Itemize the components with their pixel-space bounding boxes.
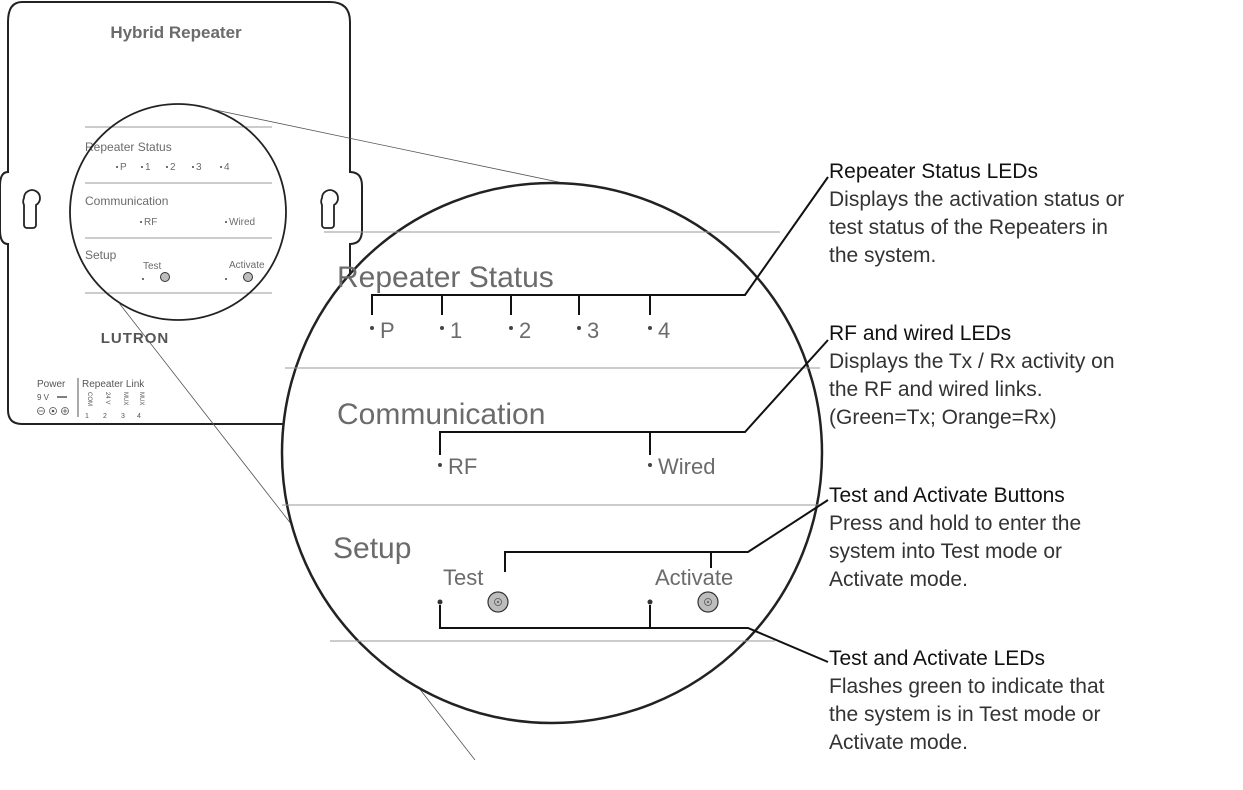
leader-setup-leds (439, 605, 829, 663)
repeater-link-label: Repeater Link (82, 379, 145, 390)
callout-line: Activate mode. (829, 568, 968, 591)
connector-area: Power 9 V Repeater Link COM 24 V MUX MUX… (37, 378, 145, 420)
callout-body: Flashes green to indicate that the syste… (829, 673, 1239, 757)
pin-label: 24 V (104, 392, 110, 404)
callout-line: Displays the Tx / Rx activity on (829, 350, 1115, 373)
small-activate-button[interactable] (243, 272, 253, 282)
small-rf-label: RF (144, 217, 157, 228)
leader-status-leds (371, 176, 829, 315)
zoom-repeater-status-label: Repeater Status (337, 261, 554, 294)
callout-title: Test and Activate LEDs (829, 647, 1045, 670)
callout-line: the RF and wired links. (829, 378, 1043, 401)
pin-number: 1 (85, 413, 89, 420)
small-led-label: 2 (170, 162, 176, 173)
zoom-led-label: 4 (658, 318, 670, 343)
callout-repeater-status-leds: Repeater Status LEDs Displays the activa… (829, 158, 1239, 270)
callout-title: Test and Activate Buttons (829, 484, 1065, 507)
device-body: Hybrid Repeater LUTRON Repeater Status P… (0, 0, 363, 425)
callout-line: system into Test mode or (829, 540, 1063, 563)
small-repeater-status-label: Repeater Status (85, 140, 172, 154)
pin-number: 4 (137, 413, 141, 420)
callout-title: RF and wired LEDs (829, 322, 1012, 345)
zoom-led-label: 1 (450, 318, 462, 343)
small-led-label: 3 (196, 162, 202, 173)
small-magnifier-circle (69, 103, 287, 321)
zoom-guide-top (205, 107, 621, 196)
small-setup-label: Setup (85, 248, 117, 262)
callout-rf-wired-leds: RF and wired LEDs Displays the Tx / Rx a… (829, 320, 1239, 432)
left-keyhole-icon (22, 189, 41, 229)
polarity-icon (37, 407, 69, 415)
power-label: Power (37, 379, 66, 390)
small-led-label: 1 (145, 162, 151, 173)
pin-number: 2 (103, 413, 107, 420)
callout-line: Activate mode. (829, 731, 968, 754)
pin-number: 3 (121, 413, 125, 420)
right-keyhole-icon (320, 189, 339, 229)
device-brand-logo: LUTRON (101, 330, 170, 347)
leader-setup-buttons (504, 499, 829, 572)
small-communication-label: Communication (85, 194, 168, 208)
device-title: Hybrid Repeater (110, 23, 242, 42)
pin-label: COM (86, 392, 92, 406)
zoom-test-label: Test (443, 565, 483, 590)
zoom-activate-button[interactable] (697, 591, 719, 613)
callout-body: Displays the Tx / Rx activity on the RF … (829, 348, 1239, 432)
pin-label: MUX (122, 392, 128, 405)
callout-line: Flashes green to indicate that (829, 675, 1105, 698)
zoom-test-button[interactable] (487, 591, 509, 613)
zoom-status-leds: P 1 2 3 4 (370, 318, 670, 343)
callout-test-activate-buttons: Test and Activate Buttons Press and hold… (829, 482, 1239, 594)
small-test-button[interactable] (160, 272, 170, 282)
callout-line: the system is in Test mode or (829, 703, 1101, 726)
leader-comm-leds (439, 339, 829, 455)
callout-line: (Green=Tx; Orange=Rx) (829, 406, 1057, 429)
small-status-leds: P 1 2 3 4 (116, 162, 230, 173)
small-led-label: P (120, 162, 127, 173)
zoom-circle (280, 181, 824, 725)
callout-line: test status of the Repeaters in (829, 216, 1108, 239)
callout-line: Press and hold to enter the (829, 512, 1082, 535)
zoom-communication-label: Communication (337, 398, 545, 431)
zoom-led-label: P (380, 318, 395, 343)
zoom-led-label: 3 (587, 318, 599, 343)
small-activate-label: Activate (229, 260, 265, 271)
zoom-activate-label: Activate (655, 565, 733, 590)
zoom-wired-label: Wired (658, 454, 715, 479)
zoom-led-label: 2 (519, 318, 531, 343)
voltage-label: 9 V (37, 393, 50, 402)
callout-test-activate-leds: Test and Activate LEDs Flashes green to … (829, 645, 1239, 757)
pin-label: MUX (138, 392, 144, 405)
small-test-label: Test (143, 261, 162, 272)
callout-line: the system. (829, 244, 937, 267)
callout-body: Displays the activation status or test s… (829, 186, 1239, 270)
small-led-label: 4 (224, 162, 230, 173)
callout-title: Repeater Status LEDs (829, 160, 1038, 183)
callout-line: Displays the activation status or (829, 188, 1125, 211)
zoomed-panel: Repeater Status P 1 2 3 4 Communication … (280, 181, 824, 725)
callout-body: Press and hold to enter the system into … (829, 510, 1239, 594)
zoom-rf-label: RF (448, 454, 477, 479)
small-wired-label: Wired (229, 217, 255, 228)
zoom-setup-label: Setup (333, 532, 411, 565)
